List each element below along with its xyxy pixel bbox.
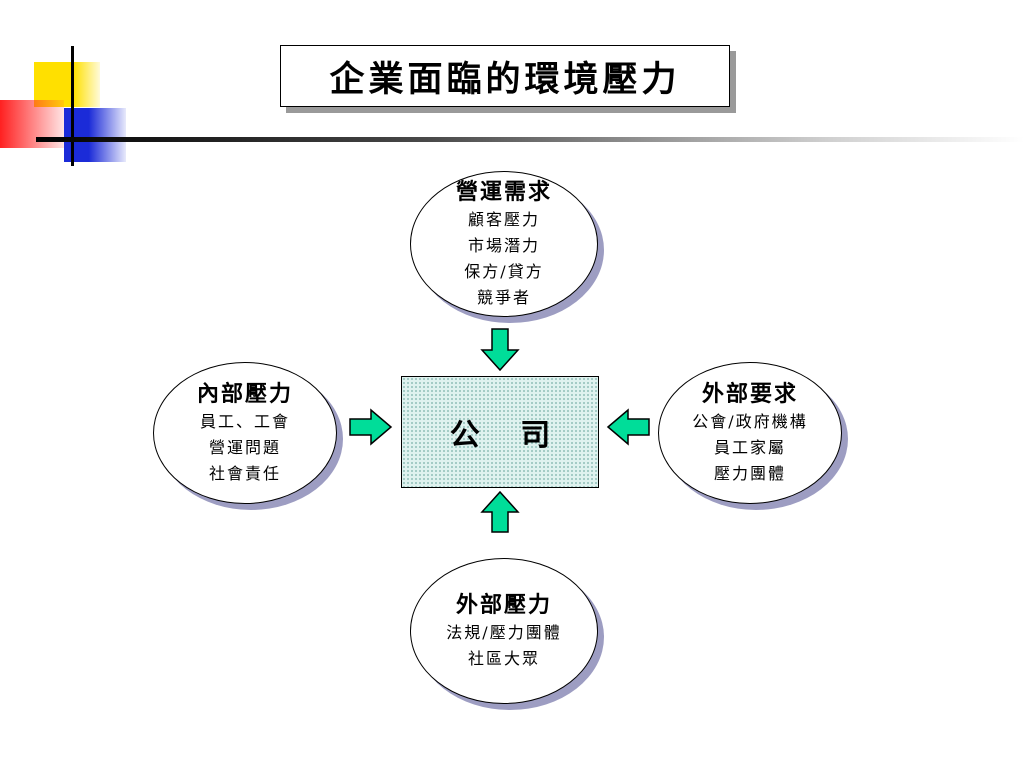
node-item: 競爭者 [476,288,531,307]
node-heading: 外部要求 [701,381,798,407]
arrow-down-icon [480,328,520,372]
arrow-right-icon [349,408,393,446]
node-item: 法規/壓力團體 [446,623,562,642]
deco-blue-block [64,108,126,162]
node-item: 社區大眾 [467,649,540,668]
arrow-left-icon [606,408,650,446]
deco-horizontal-line [36,137,1024,142]
node-external-pressure: 外部壓力 法規/壓力團體 社區大眾 [410,558,598,704]
company-box: 公 司 [401,376,599,488]
deco-vertical-line [71,46,74,166]
node-heading: 外部壓力 [455,592,552,618]
node-item: 營運問題 [208,438,281,457]
node-item: 市場潛力 [467,236,540,255]
node-item: 壓力團體 [713,464,786,483]
node-heading: 內部壓力 [196,381,293,407]
company-label: 公 司 [449,418,551,453]
node-item: 顧客壓力 [467,210,540,229]
node-heading: 營運需求 [455,179,552,205]
node-item: 保方/貸方 [464,262,544,281]
arrow-up-icon [480,490,520,533]
node-external-demand: 外部要求 公會/政府機構 員工家屬 壓力團體 [658,362,842,504]
deco-yellow-block [34,62,100,107]
page-title: 企業面臨的環境壓力 [280,45,730,107]
node-item: 員工家屬 [713,438,786,457]
node-item: 社會責任 [208,464,281,483]
node-operational-demand: 營運需求 顧客壓力 市場潛力 保方/貸方 競爭者 [410,171,598,317]
node-internal-pressure: 內部壓力 員工、工會 營運問題 社會責任 [153,362,337,504]
node-item: 公會/政府機構 [692,412,808,431]
node-item: 員工、工會 [199,412,290,431]
